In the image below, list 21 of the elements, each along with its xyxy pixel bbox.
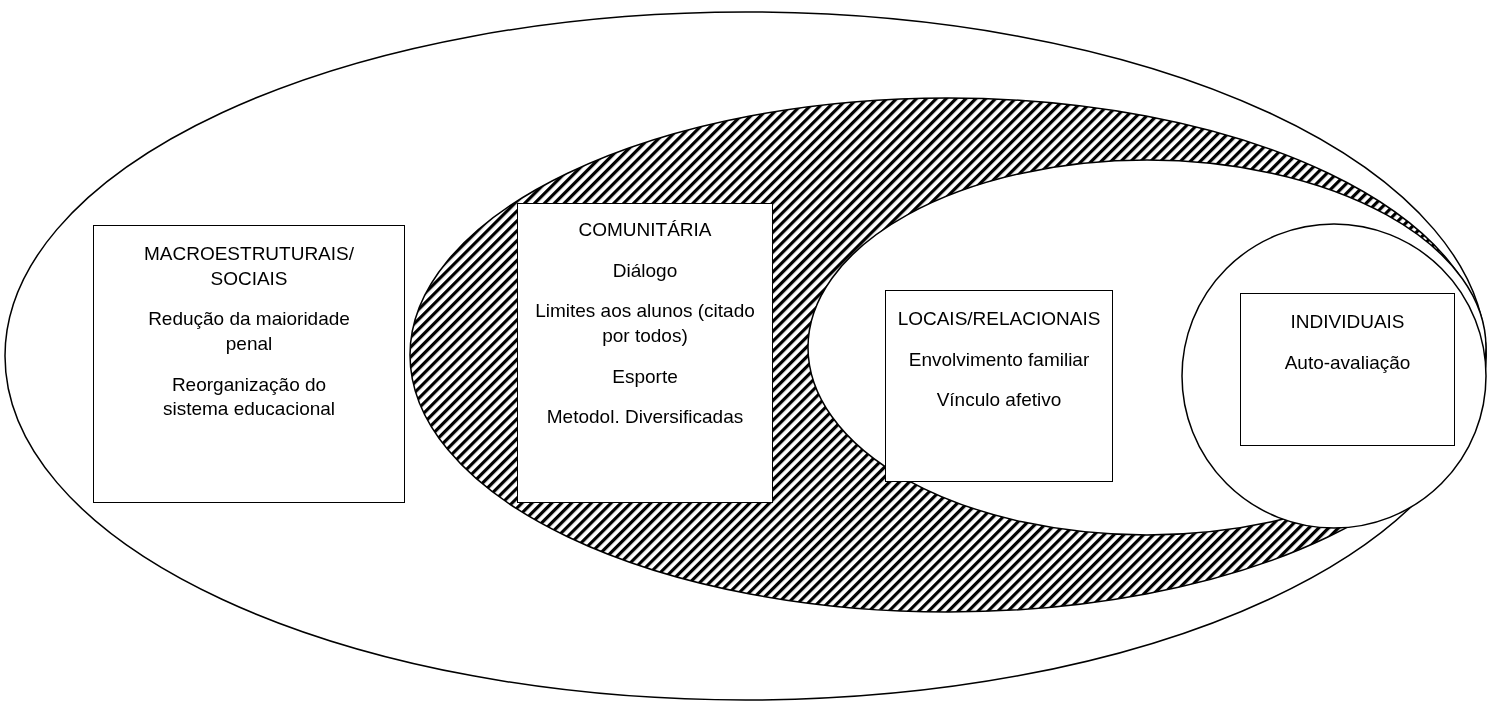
category-box bbox=[885, 290, 1113, 482]
item-text: Envolvimento familiar bbox=[907, 347, 1091, 372]
category-heading: COMUNITÁRIA bbox=[577, 218, 713, 242]
outer-ellipse bbox=[5, 12, 1486, 700]
category-box bbox=[93, 225, 405, 503]
item-text: Metodol. Diversificadas bbox=[545, 405, 745, 430]
item-text: Auto-avaliação bbox=[1283, 350, 1412, 375]
inner-circle bbox=[1182, 222, 1486, 530]
category-box bbox=[517, 203, 773, 503]
item-text: Diálogo bbox=[611, 258, 679, 283]
item-text: Esporte bbox=[611, 364, 679, 389]
item-text: Reorganização do sistema educacional bbox=[161, 372, 337, 422]
inner-ellipse bbox=[808, 160, 1486, 535]
item-text: Redução da maioridade penal bbox=[147, 307, 351, 357]
item-text: Vínculo afetivo bbox=[935, 388, 1063, 413]
category-heading: LOCAIS/RELACIONAIS bbox=[896, 307, 1102, 331]
category-heading: MACROESTRUTURAIS/ SOCIAIS bbox=[142, 242, 356, 291]
item-text: Limites aos alunos (citado por todos) bbox=[534, 299, 756, 349]
hatched-ellipse bbox=[410, 98, 1486, 612]
category-box bbox=[1240, 293, 1455, 446]
category-heading: INDIVIDUAIS bbox=[1289, 310, 1406, 334]
